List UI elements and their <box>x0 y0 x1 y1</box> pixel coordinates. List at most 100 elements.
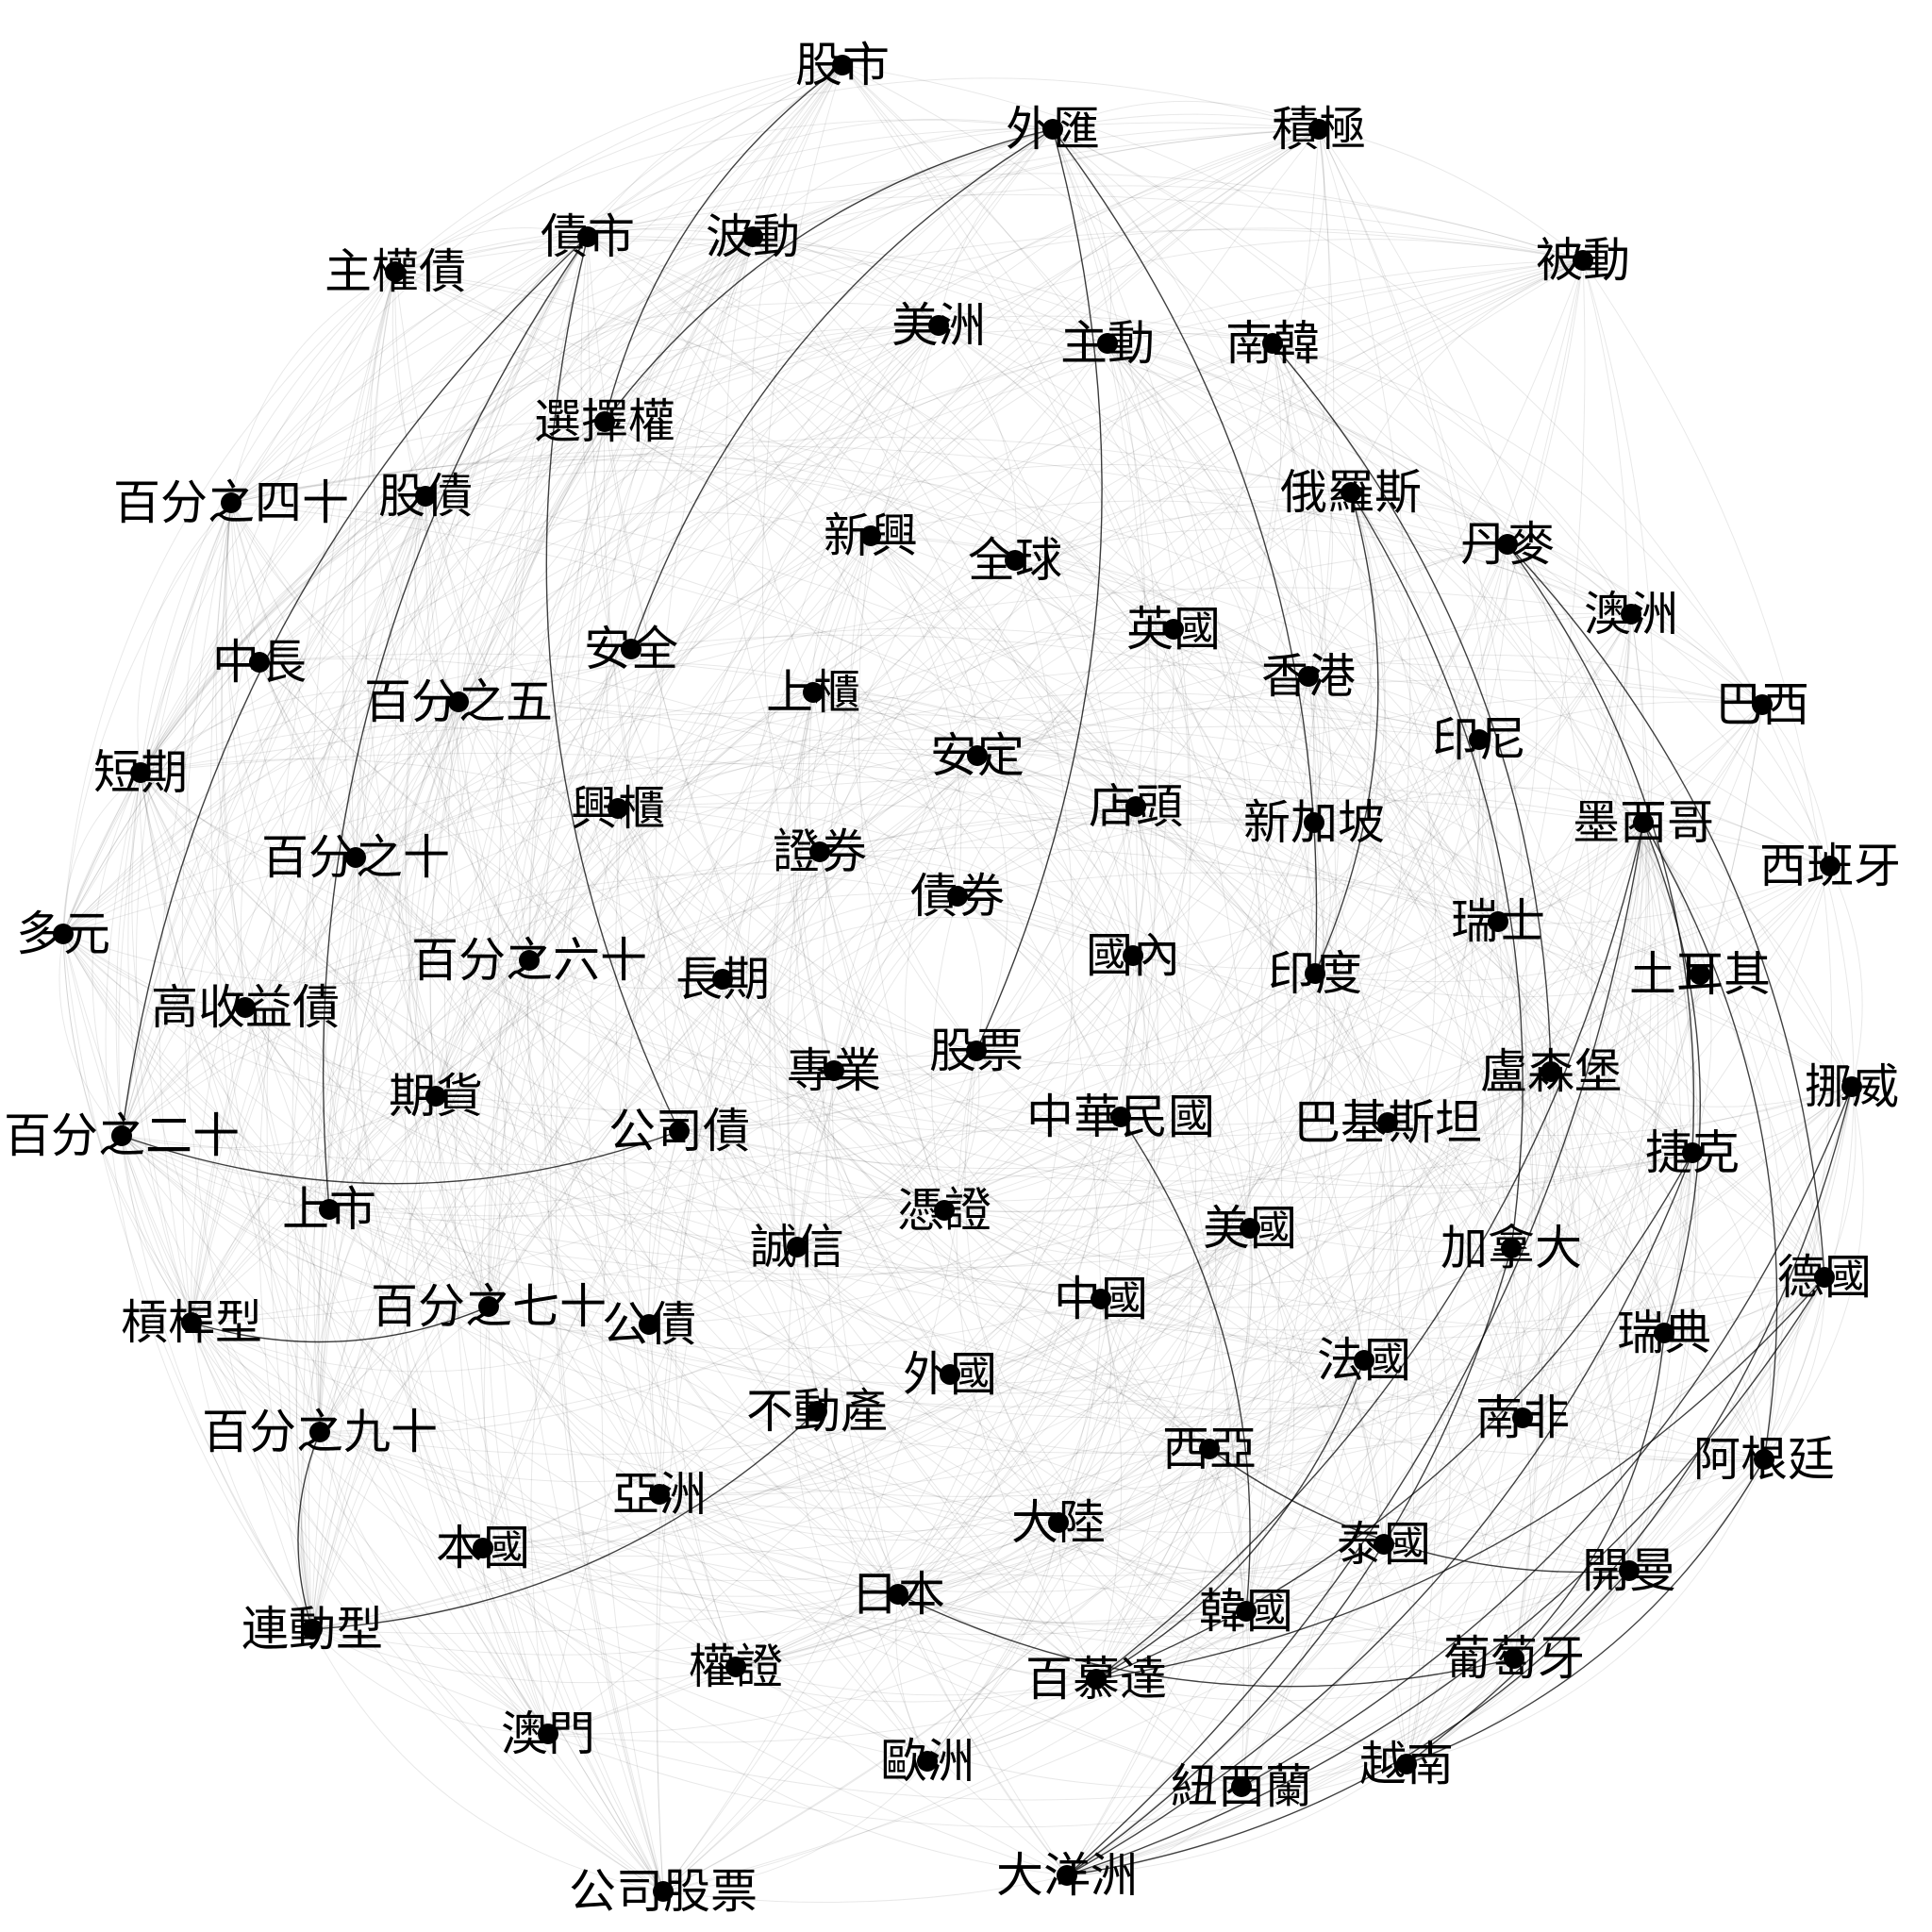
edge <box>240 495 426 1008</box>
edge <box>1100 1122 1389 1300</box>
edge <box>319 325 940 1433</box>
edge <box>62 933 437 1097</box>
edge <box>1066 1122 1389 1876</box>
edge <box>926 1678 1097 1762</box>
edge <box>528 959 724 990</box>
edge <box>926 1247 1512 1762</box>
edge <box>788 1246 928 1762</box>
node-dot <box>1110 1107 1131 1127</box>
edge <box>1095 675 1324 1680</box>
edge <box>435 1095 490 1307</box>
edge <box>135 502 232 1324</box>
edge <box>604 421 1134 957</box>
node: 安定 <box>930 728 1024 783</box>
edge <box>1313 822 1331 974</box>
edge <box>1208 1359 1365 1450</box>
edge <box>957 895 983 1052</box>
node: 外匯 <box>1006 102 1100 157</box>
edge <box>355 857 1665 1334</box>
edge <box>662 675 1309 1892</box>
edge <box>319 959 530 1433</box>
edge <box>1642 822 1693 1334</box>
node: 公司股票 <box>569 1864 758 1919</box>
edge <box>435 1095 650 1325</box>
node: 百分之五 <box>364 675 553 729</box>
edge <box>191 806 1137 1324</box>
edge <box>735 1122 1389 1668</box>
node-dot <box>1820 856 1840 876</box>
edge <box>1691 1086 1853 1154</box>
edge <box>956 1050 1097 1680</box>
edge <box>355 701 459 858</box>
edge <box>488 128 1320 1307</box>
edge <box>258 661 798 1248</box>
node: 西班牙 <box>1759 839 1901 893</box>
edge <box>587 236 1552 1073</box>
edge <box>62 933 1515 1659</box>
edge <box>374 271 530 961</box>
edge <box>435 491 1352 1097</box>
edge <box>1406 1657 1515 1765</box>
edge <box>1387 1086 1853 1137</box>
edge <box>1095 1227 1253 1680</box>
edge <box>1107 342 1316 974</box>
strong-edge <box>1066 1276 1825 1876</box>
edge <box>662 128 1320 1892</box>
node-dot <box>1377 1112 1398 1133</box>
edge <box>483 1306 549 1735</box>
edge <box>355 738 1315 858</box>
edge <box>191 325 940 1324</box>
edge <box>964 1050 1059 1524</box>
edge <box>62 933 928 1762</box>
node: 外國 <box>903 1347 997 1402</box>
edge <box>425 469 1174 630</box>
edge <box>394 271 1630 1572</box>
edge <box>547 1359 1365 1735</box>
edge <box>394 238 940 326</box>
edge <box>897 1570 1630 1650</box>
edge <box>1363 1071 1552 1361</box>
node-dot <box>1754 1449 1774 1470</box>
node-dot <box>1488 911 1508 932</box>
node-dot <box>1236 1601 1257 1622</box>
edge <box>222 502 549 1735</box>
edge <box>1241 1071 1552 1788</box>
nodes-layer: 股市外匯積極債市波動主權債被動美洲主動南韓選擇權百分之四十股債俄羅斯新興全球丹麥… <box>4 38 1901 1919</box>
edge <box>550 64 843 1892</box>
edge <box>662 806 1138 1892</box>
node-dot <box>594 411 615 432</box>
edge <box>429 421 606 1097</box>
edge <box>394 271 899 1595</box>
edge <box>812 691 1552 1073</box>
edge <box>752 126 1320 238</box>
edge <box>1014 559 1693 1154</box>
edge <box>841 64 1763 706</box>
edge <box>458 701 945 1211</box>
edge <box>191 1322 650 1373</box>
edge <box>482 1458 1765 1624</box>
edge <box>414 495 530 961</box>
edge <box>1014 486 1352 561</box>
node-dot <box>1086 1669 1107 1690</box>
edge <box>191 128 1054 1324</box>
edge <box>1272 342 1352 493</box>
edge <box>482 1547 1097 1703</box>
edge <box>121 236 589 1137</box>
edge <box>1313 543 1508 824</box>
edge <box>1100 1298 1252 1788</box>
edge <box>458 701 1316 974</box>
edge <box>1066 1152 1693 1876</box>
edge <box>678 1130 1210 1450</box>
strong-edge <box>1066 1152 1693 1876</box>
edge <box>943 1050 980 1211</box>
edge <box>121 1135 1242 1788</box>
edge <box>976 755 1251 1229</box>
edge <box>121 1135 192 1324</box>
edge <box>1307 675 1512 1249</box>
edge <box>394 271 606 423</box>
edge <box>1058 822 1644 1524</box>
node-dot <box>1654 1323 1674 1343</box>
edge <box>1307 675 1524 1419</box>
edge <box>191 342 1108 1324</box>
edge <box>1058 342 1157 1524</box>
